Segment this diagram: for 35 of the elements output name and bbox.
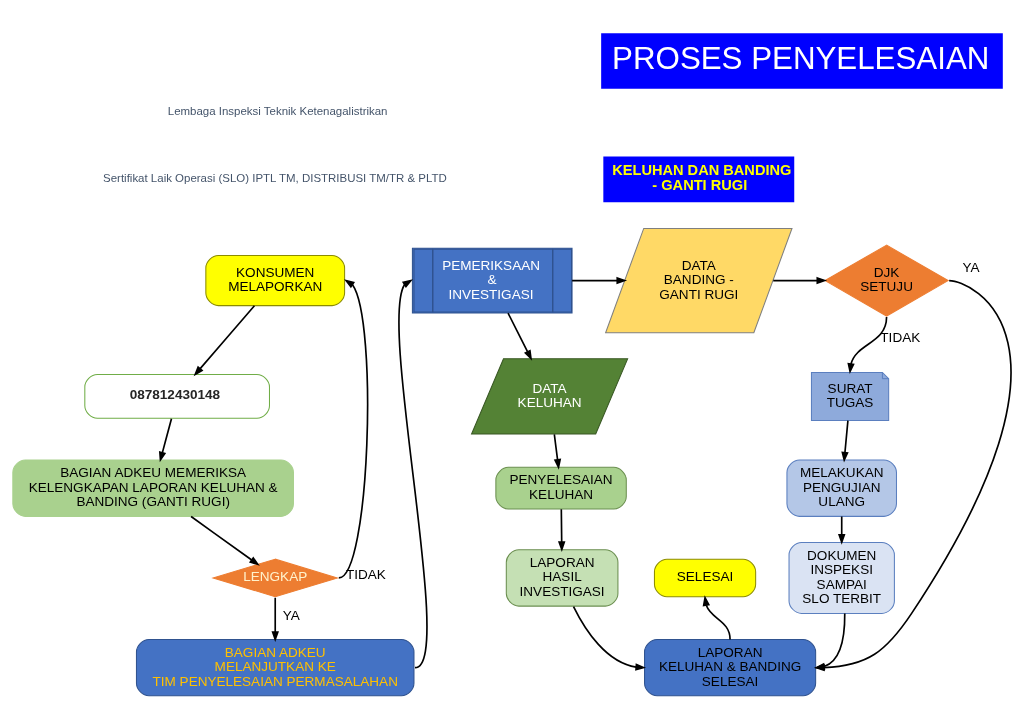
edge-label: YA (962, 259, 980, 275)
arrow (571, 276, 628, 284)
arrow (507, 311, 533, 361)
node-box: LAPORAN HASIL INVESTIGASI (505, 548, 619, 607)
arrow (841, 419, 849, 462)
arrow (398, 278, 428, 668)
label: KELUHAN DAN BANDING - GANTI RUGI (612, 161, 792, 193)
arrow (338, 278, 369, 579)
arrow (557, 507, 566, 552)
node-box: DOKUMEN INSPEKSI SAMPAI SLO TERBIT (788, 541, 895, 614)
node-diamond: DJK SETUJU (823, 244, 950, 317)
label: Sertifikat Laik Operasi (SLO) IPTL TM, DISTRIBUSI TM/TR & PLTD (103, 171, 447, 184)
arrow (193, 304, 256, 376)
label: Lembaga Inspeksi Teknik Ketenagalistrikan (167, 104, 388, 117)
diagram-title: PROSES PENYELESAIAN (612, 40, 990, 76)
node-box: SELESAI (653, 558, 757, 597)
edge-label: TIDAK (880, 329, 921, 345)
arrow (702, 594, 731, 640)
edge-label: TIDAK (345, 566, 386, 582)
node-box: PENYELESAIAN KELUHAN (495, 466, 627, 510)
arrow (572, 605, 646, 671)
edge-label: YA (282, 607, 300, 623)
node-box: LAPORAN KELUHAN & BANDING SELESAI (644, 638, 817, 696)
node-box: MELAKUKAN PENGUJIAN ULANG (786, 459, 897, 517)
arrow (838, 515, 846, 545)
arrow (553, 433, 562, 470)
node-box: BAGIAN ADKEU MELANJUTKAN KE TIM PENYELESAIAN PERMASALAHAN (135, 638, 415, 696)
arrow (772, 276, 828, 284)
arrow (158, 417, 173, 462)
node-box: BAGIAN ADKEU MEMERIKSA KELENGKAPAN LAPORAN KELUHAN & BANDING (GANTI RUGI) (12, 459, 294, 517)
node-box: 087812430148 (84, 373, 270, 419)
arrow (271, 596, 279, 642)
arrow (190, 515, 260, 566)
arrow (847, 315, 888, 374)
node-box: KONSUMEN MELAPORKAN (205, 254, 346, 306)
